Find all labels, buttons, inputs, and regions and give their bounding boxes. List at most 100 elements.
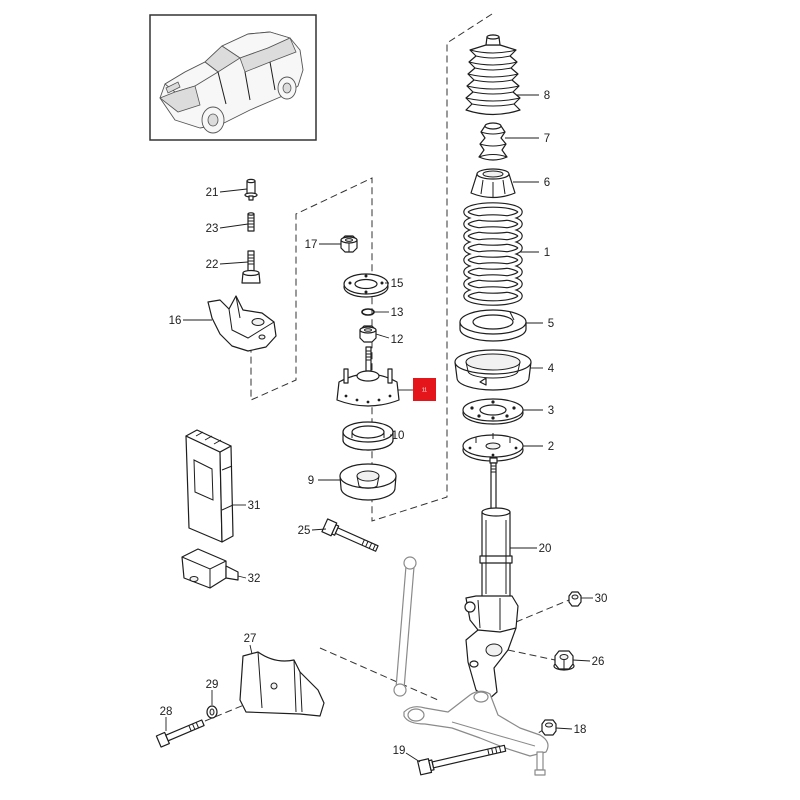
washer-29 [206,705,218,719]
callout-13[interactable]: 13 [391,307,404,319]
car-front-hub [207,113,219,127]
ball-joint-stud [536,751,544,771]
highlight-box[interactable] [413,378,436,401]
callout-2[interactable]: 2 [548,441,554,453]
clamp-lines [477,598,501,630]
car-door-lines [217,61,276,105]
control-unit-label-area [193,459,214,501]
callout-6[interactable]: 6 [544,177,550,189]
leader-26 [572,659,591,662]
bolt-28 [155,719,205,748]
control-arm-bushing-front [407,708,425,722]
callout-11-highlight[interactable]: 11 [413,378,436,401]
mounting-plate [462,433,524,462]
leader-18 [555,727,573,730]
callout-9[interactable]: 9 [308,475,314,487]
knuckle-eye [469,660,479,668]
bracket-16-hole [251,318,265,326]
nut-17-bore [345,238,353,242]
spring-cup [470,168,516,199]
sensor-mount-hole [189,576,199,582]
callout-3[interactable]: 3 [548,405,554,417]
callout-1[interactable]: 1 [544,247,550,259]
seat-recess [465,353,521,371]
bump-stop-body [478,125,508,161]
link-lower-ball [393,683,407,697]
callout-29[interactable]: 29 [206,679,219,691]
callout-26[interactable]: 26 [592,656,605,668]
steering-knuckle [464,595,519,701]
mount-dome [356,370,380,382]
callout-8[interactable]: 8 [544,90,550,102]
callout-5[interactable]: 5 [548,318,554,330]
boot-ridges [465,49,521,102]
link-upper-ball [403,556,417,570]
callout-31[interactable]: 31 [248,500,261,512]
callout-4[interactable]: 4 [548,363,555,375]
ball-joint-nut [534,769,546,776]
callout-11[interactable]: 11 [422,388,427,394]
callout-32[interactable]: 32 [248,573,261,585]
mount-stud-thread [366,350,371,361]
guide-line-nut-30 [515,599,570,623]
leader-27 [249,644,253,655]
callout-21[interactable]: 21 [206,187,219,199]
shock-top [481,507,511,517]
boot-bellows [465,44,521,116]
washer-29-inner [209,708,215,716]
callout-27[interactable]: 27 [244,633,257,645]
callout-17[interactable]: 17 [305,239,318,251]
mount-side-holes [344,394,392,404]
shock-collar [479,555,513,564]
sensor-edges [181,556,227,588]
nut-12-bore [364,328,372,332]
callout-22[interactable]: 22 [206,259,219,271]
lower-control-arm [403,690,549,776]
callout-25[interactable]: 25 [298,525,311,537]
shock-highlights [485,520,507,594]
plate-15-center [354,278,378,290]
callout-30[interactable]: 30 [595,593,608,605]
bracket-16 [207,295,277,352]
callout-7[interactable]: 7 [544,133,550,145]
callout-10[interactable]: 10 [392,430,405,442]
nut-12 [359,325,377,343]
boot-opening [486,34,500,40]
callout-28[interactable]: 28 [160,706,173,718]
plate-hole [485,442,501,450]
car-grille [159,85,201,113]
mount-bolts [343,368,393,384]
seat-marker [479,377,487,386]
callout-18[interactable]: 18 [574,724,587,736]
seat-9-cup [356,475,380,489]
callout-16[interactable]: 16 [169,315,182,327]
bolt-19-shank [431,744,507,769]
bracket-27-edges [257,651,303,713]
cup-opening [482,170,504,178]
cup-slots [480,179,506,197]
seat-9-hole [356,470,380,482]
callout-20[interactable]: 20 [539,543,552,555]
bracket-27-hole [270,682,278,690]
strut-clamp [465,595,519,633]
control-unit-31 [185,429,234,543]
callout-15[interactable]: 15 [391,278,404,290]
plate-dots [468,446,518,457]
stud-23 [247,212,255,232]
callout-19[interactable]: 19 [393,745,406,757]
callout-23[interactable]: 23 [206,223,219,235]
callout-12[interactable]: 12 [391,334,404,346]
control-unit-side [219,445,234,543]
stud-21 [244,178,258,201]
leader-21 [219,188,248,193]
sensor-32 [181,548,239,589]
guide-line-bolt-28 [204,704,245,722]
spring-seat [454,349,532,391]
vehicle-thumbnail [149,14,317,141]
strut-mount-11 [336,346,400,407]
guide-line-upper [250,13,493,522]
spring-coil-faces [464,203,522,305]
nut-18-bore [545,722,553,728]
rubber-seat-9 [339,463,397,501]
pad-center-hole [472,314,514,330]
